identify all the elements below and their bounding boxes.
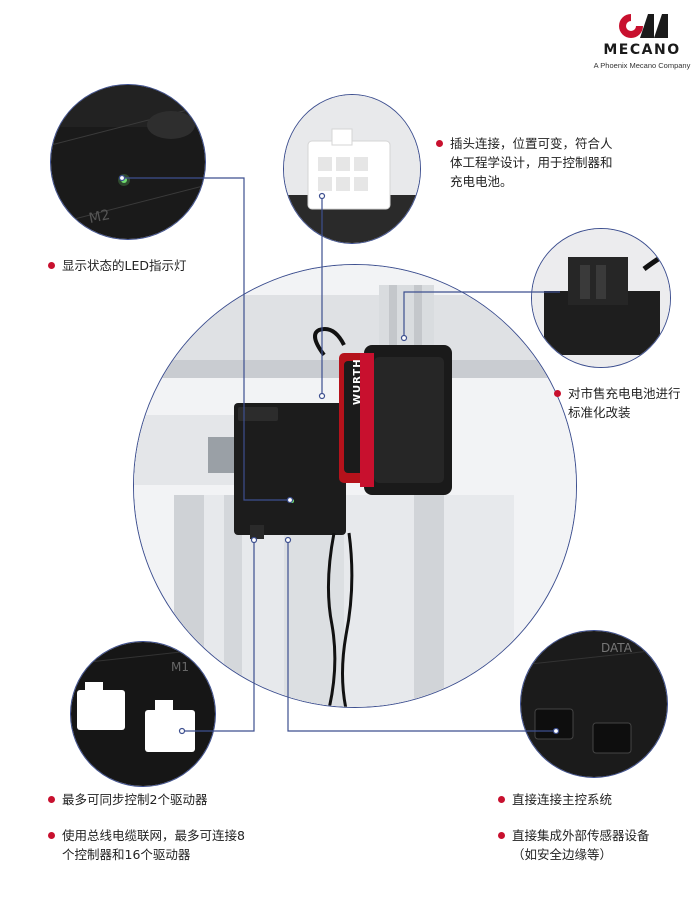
mecano-logo-mark-icon	[619, 12, 668, 38]
bullet-dot-icon	[48, 262, 55, 269]
callout-direct: 直接连接主控系统	[498, 790, 678, 809]
connector-detail-image	[283, 94, 421, 244]
callout-led: 显示状态的LED指示灯	[48, 256, 248, 275]
callout-bus: 使用总线电缆联网，最多可连接8个控制器和16个驱动器	[48, 826, 250, 864]
data-port-label: DATA	[601, 641, 632, 655]
battery-adapter-detail-image	[531, 228, 671, 368]
callout-led-text: 显示状态的LED指示灯	[62, 258, 187, 273]
data-port-detail-image: DATA	[520, 630, 668, 778]
callout-sensors-text: 直接集成外部传感器设备（如安全边缘等）	[512, 828, 650, 862]
callout-battery: 对市售充电电池进行标准化改装	[554, 384, 684, 422]
bullet-dot-icon	[498, 796, 505, 803]
callout-connector: 插头连接，位置可变，符合人体工程学设计，用于控制器和充电电池。	[436, 134, 616, 191]
bullet-dot-icon	[48, 796, 55, 803]
callout-sync-text: 最多可同步控制2个驱动器	[62, 792, 208, 807]
brand-name: MECANO	[603, 42, 681, 58]
callout-sensors: 直接集成外部传感器设备（如安全边缘等）	[498, 826, 658, 864]
callout-sync: 最多可同步控制2个驱动器	[48, 790, 268, 809]
callout-bus-text: 使用总线电缆联网，最多可连接8个控制器和16个驱动器	[62, 828, 245, 862]
bullet-dot-icon	[554, 390, 561, 397]
bullet-dot-icon	[48, 832, 55, 839]
callout-direct-text: 直接连接主控系统	[512, 792, 613, 807]
led-detail-image: M2	[50, 84, 206, 240]
bullet-dot-icon	[436, 140, 443, 147]
mecano-logo: MECANO A Phoenix Mecano Company	[590, 12, 694, 72]
m1-port-label: M1	[171, 660, 189, 674]
bullet-dot-icon	[498, 832, 505, 839]
brand-tagline: A Phoenix Mecano Company	[593, 61, 691, 70]
callout-connector-text: 插头连接，位置可变，符合人体工程学设计，用于控制器和充电电池。	[450, 136, 613, 189]
m1-port-detail-image: M1	[70, 641, 216, 787]
callout-battery-text: 对市售充电电池进行标准化改装	[568, 386, 681, 420]
battery-brand-label: WURTH	[352, 358, 363, 405]
